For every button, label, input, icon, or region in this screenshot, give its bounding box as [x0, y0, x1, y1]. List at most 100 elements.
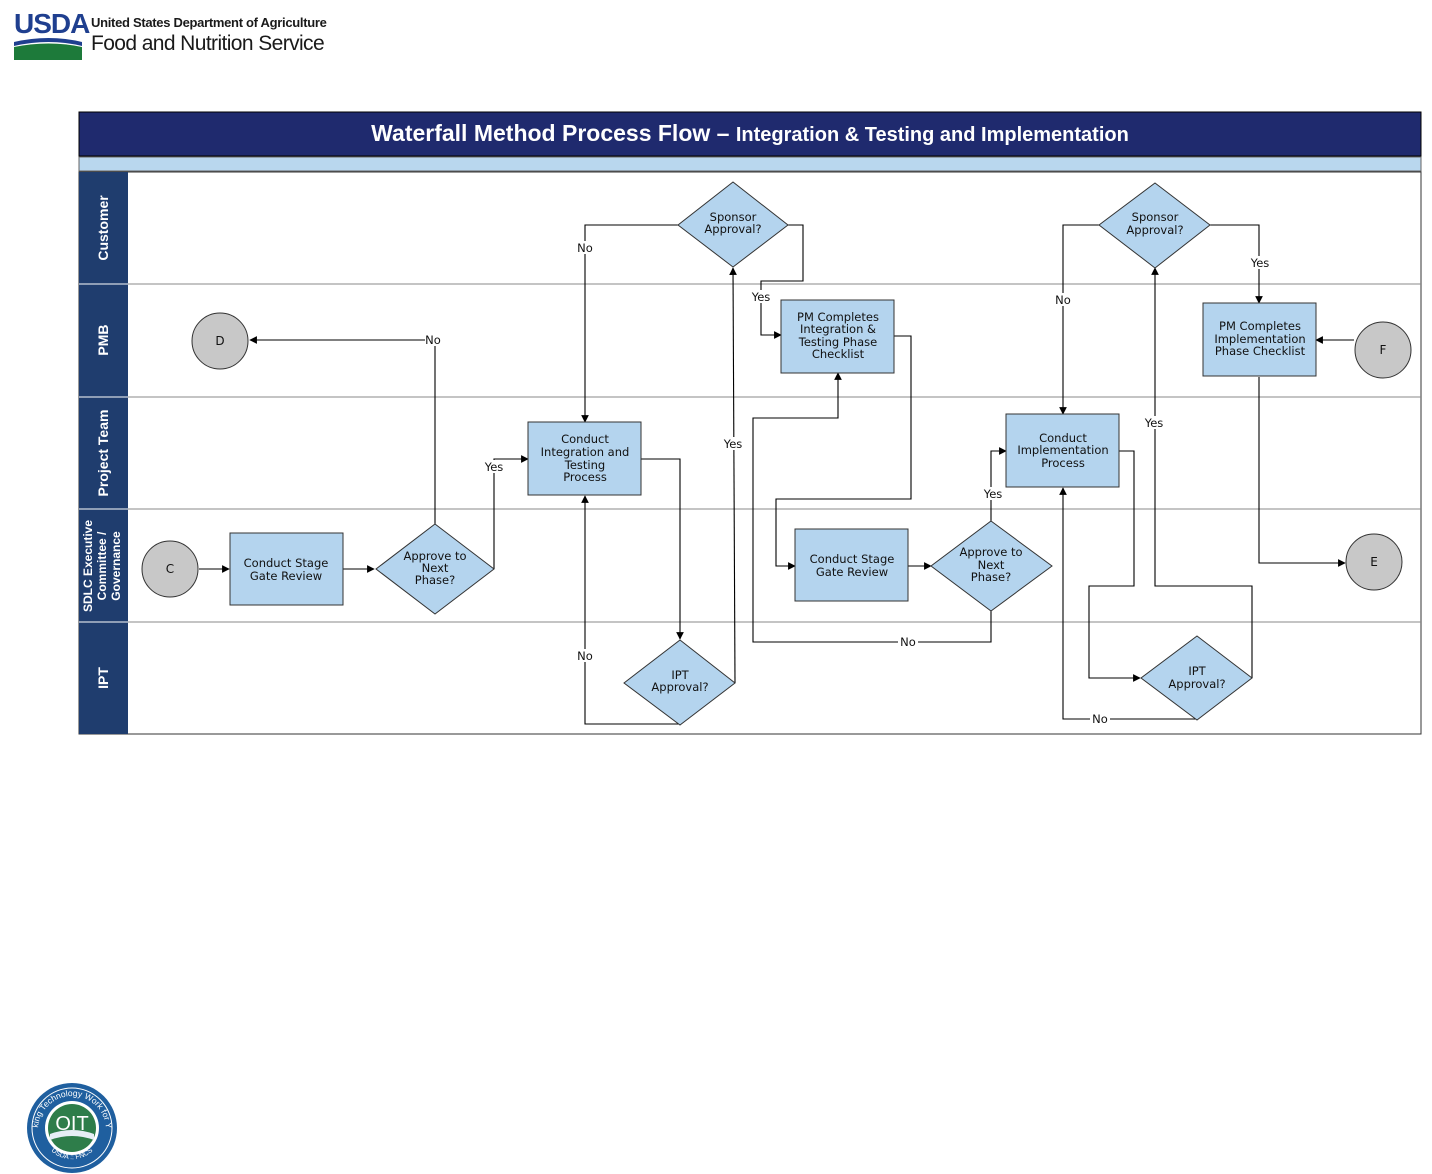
svg-text:PM Completes: PM Completes — [797, 310, 879, 324]
edge-implementation-to-ipt2 — [1088, 450, 1141, 682]
agency-department-name: United States Department of Agriculture — [91, 15, 327, 30]
svg-text:Testing Phase: Testing Phase — [798, 335, 877, 349]
svg-text:No: No — [900, 635, 916, 649]
agency-header: USDA United States Department of Agricul… — [0, 0, 400, 70]
process-pm-it-checklist: PM Completes Integration & Testing Phase… — [780, 299, 895, 374]
usda-logo: USDA — [14, 8, 90, 39]
process-implementation: Conduct Implementation Process — [1005, 413, 1120, 488]
lane-header-column — [79, 172, 128, 734]
lane-label-pmb: PMB — [95, 324, 111, 355]
svg-text:Integration and: Integration and — [541, 445, 630, 459]
lane-dividers — [79, 283, 1421, 623]
svg-text:Gate Review: Gate Review — [250, 569, 322, 583]
edge-ipt2-no-to-implementation — [1059, 487, 1197, 720]
terminal-d: D — [191, 312, 249, 370]
diagram-title: Waterfall Method Process Flow – Integrat… — [371, 120, 1129, 146]
svg-text:E: E — [1370, 555, 1378, 569]
process-pm-impl-checklist: PM Completes Implementation Phase Checkl… — [1202, 302, 1317, 377]
edge-ipt1-no-loop — [581, 495, 680, 725]
svg-text:Yes: Yes — [1250, 256, 1270, 270]
svg-text:SDLC Executive: SDLC Executive — [81, 520, 95, 612]
svg-text:F: F — [1380, 343, 1387, 357]
decision-approve-next-2: Approve to Next Phase? — [930, 520, 1053, 612]
svg-text:C: C — [166, 562, 174, 576]
svg-text:No: No — [577, 241, 593, 255]
decision-sponsor-approval-1: Sponsor Approval? — [677, 181, 789, 268]
svg-text:Committee /: Committee / — [95, 531, 109, 600]
edge-integration-to-ipt1 — [641, 458, 684, 640]
svg-text:No: No — [1055, 293, 1071, 307]
process-gate-review-2: Conduct Stage Gate Review — [794, 528, 909, 602]
svg-text:Next: Next — [978, 558, 1005, 572]
svg-text:OIT: OIT — [55, 1113, 88, 1135]
decision-ipt-approval-1: IPT Approval? — [623, 639, 736, 726]
svg-text:Process: Process — [1041, 456, 1085, 470]
svg-text:Approval?: Approval? — [1168, 677, 1225, 691]
svg-text:Checklist: Checklist — [812, 347, 865, 361]
edge-labels: No Yes No No Yes Yes No Yes No Yes Yes N… — [425, 241, 1272, 726]
terminal-c: C — [141, 540, 199, 598]
svg-text:D: D — [215, 334, 224, 348]
terminal-f: F — [1354, 321, 1412, 379]
svg-text:Testing: Testing — [564, 458, 605, 472]
svg-text:IPT: IPT — [1188, 664, 1206, 678]
svg-text:Approval?: Approval? — [1126, 223, 1183, 237]
svg-text:Conduct Stage: Conduct Stage — [244, 556, 329, 570]
svg-text:No: No — [577, 649, 593, 663]
edge-approve1-yes-to-integration — [493, 455, 529, 569]
svg-text:PM Completes: PM Completes — [1219, 319, 1301, 333]
terminal-e: E — [1345, 533, 1403, 591]
edge-sponsor2-yes-to-pm-impl — [1210, 224, 1263, 304]
agency-service-name: Food and Nutrition Service — [91, 32, 325, 55]
svg-text:Yes: Yes — [723, 437, 743, 451]
decision-ipt-approval-2: IPT Approval? — [1140, 635, 1253, 721]
svg-text:Implementation: Implementation — [1017, 443, 1108, 457]
svg-text:Next: Next — [422, 561, 449, 575]
title-bar — [78, 111, 1422, 157]
connectors — [199, 224, 1354, 725]
decision-approve-next-1: Approve to Next Phase? — [375, 523, 495, 615]
lane-header-dividers — [79, 283, 128, 623]
edge-ipt1-yes-to-sponsor1 — [729, 267, 737, 684]
svg-text:Approve to: Approve to — [403, 549, 466, 563]
edge-sponsor1-yes-to-pm-checklist — [760, 224, 804, 339]
svg-text:Gate Review: Gate Review — [816, 565, 888, 579]
svg-text:Process: Process — [563, 470, 607, 484]
lane-label-sdlc: SDLC Executive Committee / Governance — [81, 520, 123, 612]
lane-label-ipt: IPT — [95, 667, 111, 689]
oit-badge-logo: OIT Making Technology Work for You! USDA… — [24, 1082, 117, 1173]
edge-approve2-no-to-pm-checklist — [752, 372, 992, 643]
svg-text:Implementation: Implementation — [1214, 332, 1305, 346]
svg-text:Phase?: Phase? — [415, 573, 455, 587]
usda-swoosh-logo — [14, 38, 82, 60]
svg-text:Approve to: Approve to — [959, 545, 1022, 559]
svg-text:Yes: Yes — [1144, 416, 1164, 430]
svg-text:Conduct: Conduct — [1039, 431, 1087, 445]
svg-text:Approval?: Approval? — [704, 222, 761, 236]
title-band — [78, 156, 1422, 172]
svg-text:Approval?: Approval? — [651, 680, 708, 694]
svg-text:Phase Checklist: Phase Checklist — [1215, 344, 1306, 358]
svg-text:Conduct: Conduct — [561, 432, 609, 446]
svg-text:No: No — [425, 333, 441, 347]
edge-sponsor2-no-to-implementation — [1059, 224, 1099, 415]
svg-text:No: No — [1092, 712, 1108, 726]
svg-text:Yes: Yes — [983, 487, 1003, 501]
svg-text:Governance: Governance — [109, 531, 123, 601]
svg-text:IPT: IPT — [671, 668, 689, 682]
svg-text:Integration &: Integration & — [800, 322, 876, 336]
process-integration-testing: Conduct Integration and Testing Process — [527, 421, 642, 496]
svg-text:Conduct Stage: Conduct Stage — [810, 552, 895, 566]
svg-text:Sponsor: Sponsor — [710, 210, 757, 224]
decision-sponsor-approval-2: Sponsor Approval? — [1098, 182, 1211, 269]
edge-pm-checklist-to-gate2 — [775, 335, 912, 570]
process-gate-review-1: Conduct Stage Gate Review — [229, 532, 344, 606]
svg-text:Phase?: Phase? — [971, 570, 1011, 584]
svg-text:Yes: Yes — [751, 290, 771, 304]
svg-text:Sponsor: Sponsor — [1132, 210, 1179, 224]
lane-label-project-team: Project Team — [95, 410, 111, 497]
edge-sponsor1-no-to-integration — [581, 224, 678, 423]
svg-text:Yes: Yes — [484, 460, 504, 474]
lane-label-customer: Customer — [95, 195, 111, 261]
